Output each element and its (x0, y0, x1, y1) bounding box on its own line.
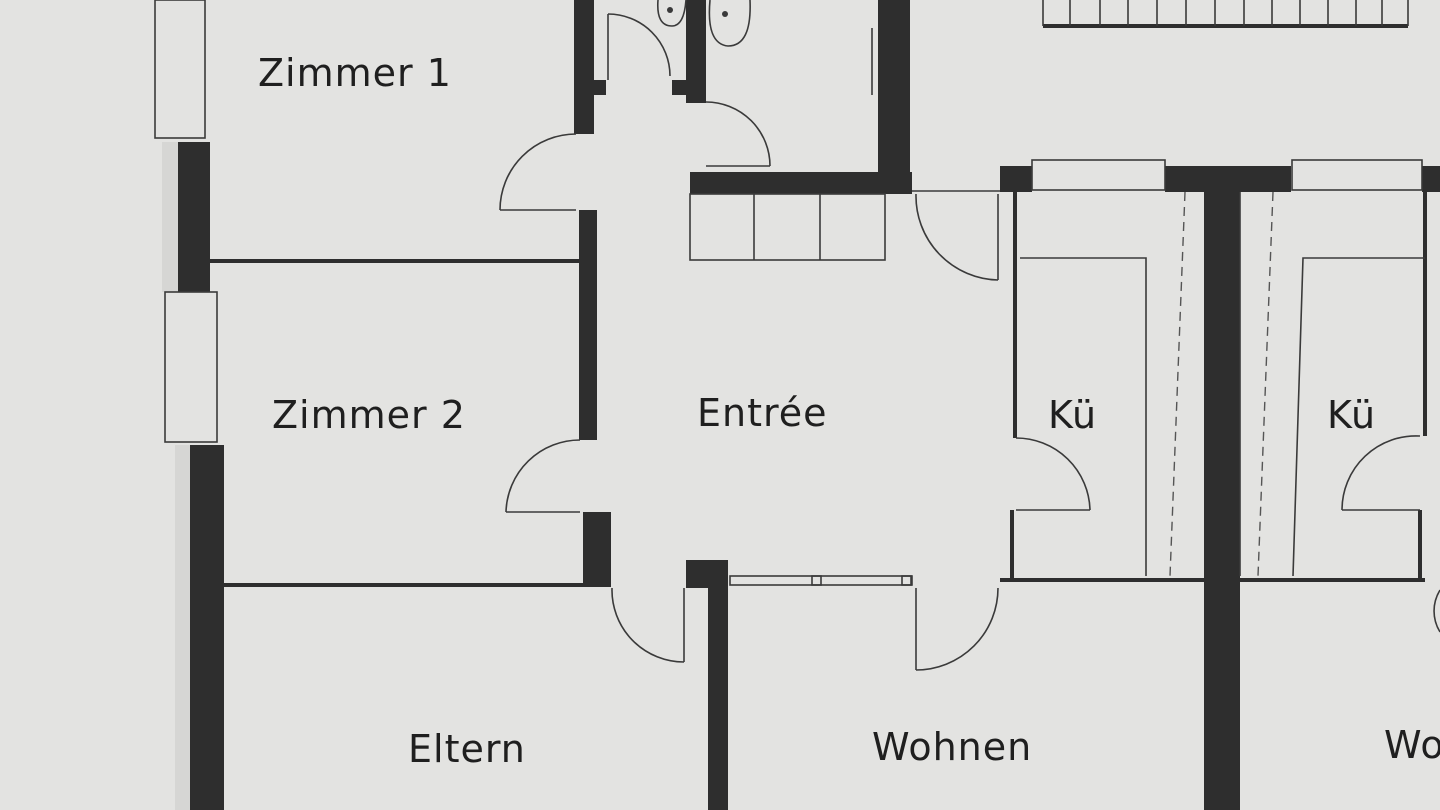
staircase (1042, 0, 1409, 28)
partition-walls (208, 190, 1427, 587)
room-label-wohnen-right: Wo (1384, 723, 1440, 767)
room-label-entree: Entrée (697, 391, 828, 435)
kitchen-counters (1020, 191, 1425, 577)
doors (499, 13, 1440, 671)
room-label-eltern: Eltern (408, 727, 526, 771)
sink-fixtures (656, 0, 873, 95)
room-label-wohnen: Wohnen (872, 725, 1032, 769)
structural-walls (574, 0, 1440, 810)
left-exterior-wall (154, 0, 224, 810)
room-label-kueche-left: Kü (1048, 393, 1097, 437)
room-label-zimmer-2: Zimmer 2 (272, 393, 466, 437)
room-label-kueche-right: Kü (1327, 393, 1376, 437)
closet (689, 193, 886, 261)
windows (729, 159, 1423, 586)
room-label-zimmer-1: Zimmer 1 (258, 51, 452, 95)
